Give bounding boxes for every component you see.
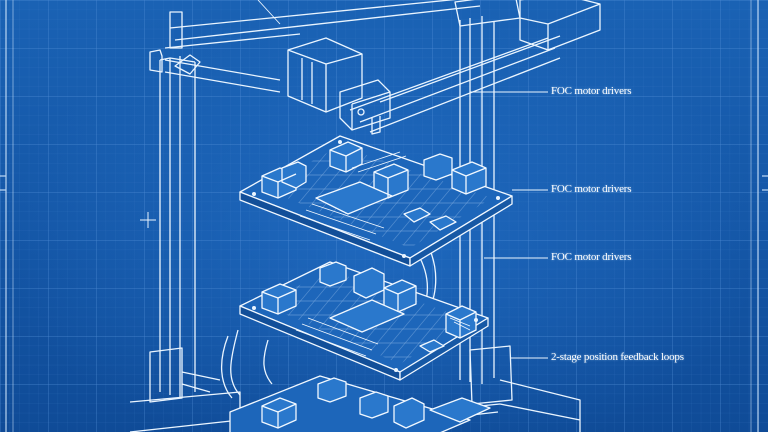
callout-foc-drivers-1: FOC motor drivers — [551, 85, 632, 97]
callout-position-feedback: 2-stage position feedback loops — [551, 351, 684, 363]
callout-foc-drivers-3: FOC motor drivers — [551, 251, 632, 263]
driver-board-1 — [239, 135, 513, 267]
leader-lines — [257, 0, 548, 359]
callout-foc-drivers-2: FOC motor drivers — [551, 183, 632, 195]
crosshair-mark — [140, 212, 156, 228]
driver-board-3 — [229, 375, 491, 432]
driver-board-2 — [239, 261, 489, 381]
